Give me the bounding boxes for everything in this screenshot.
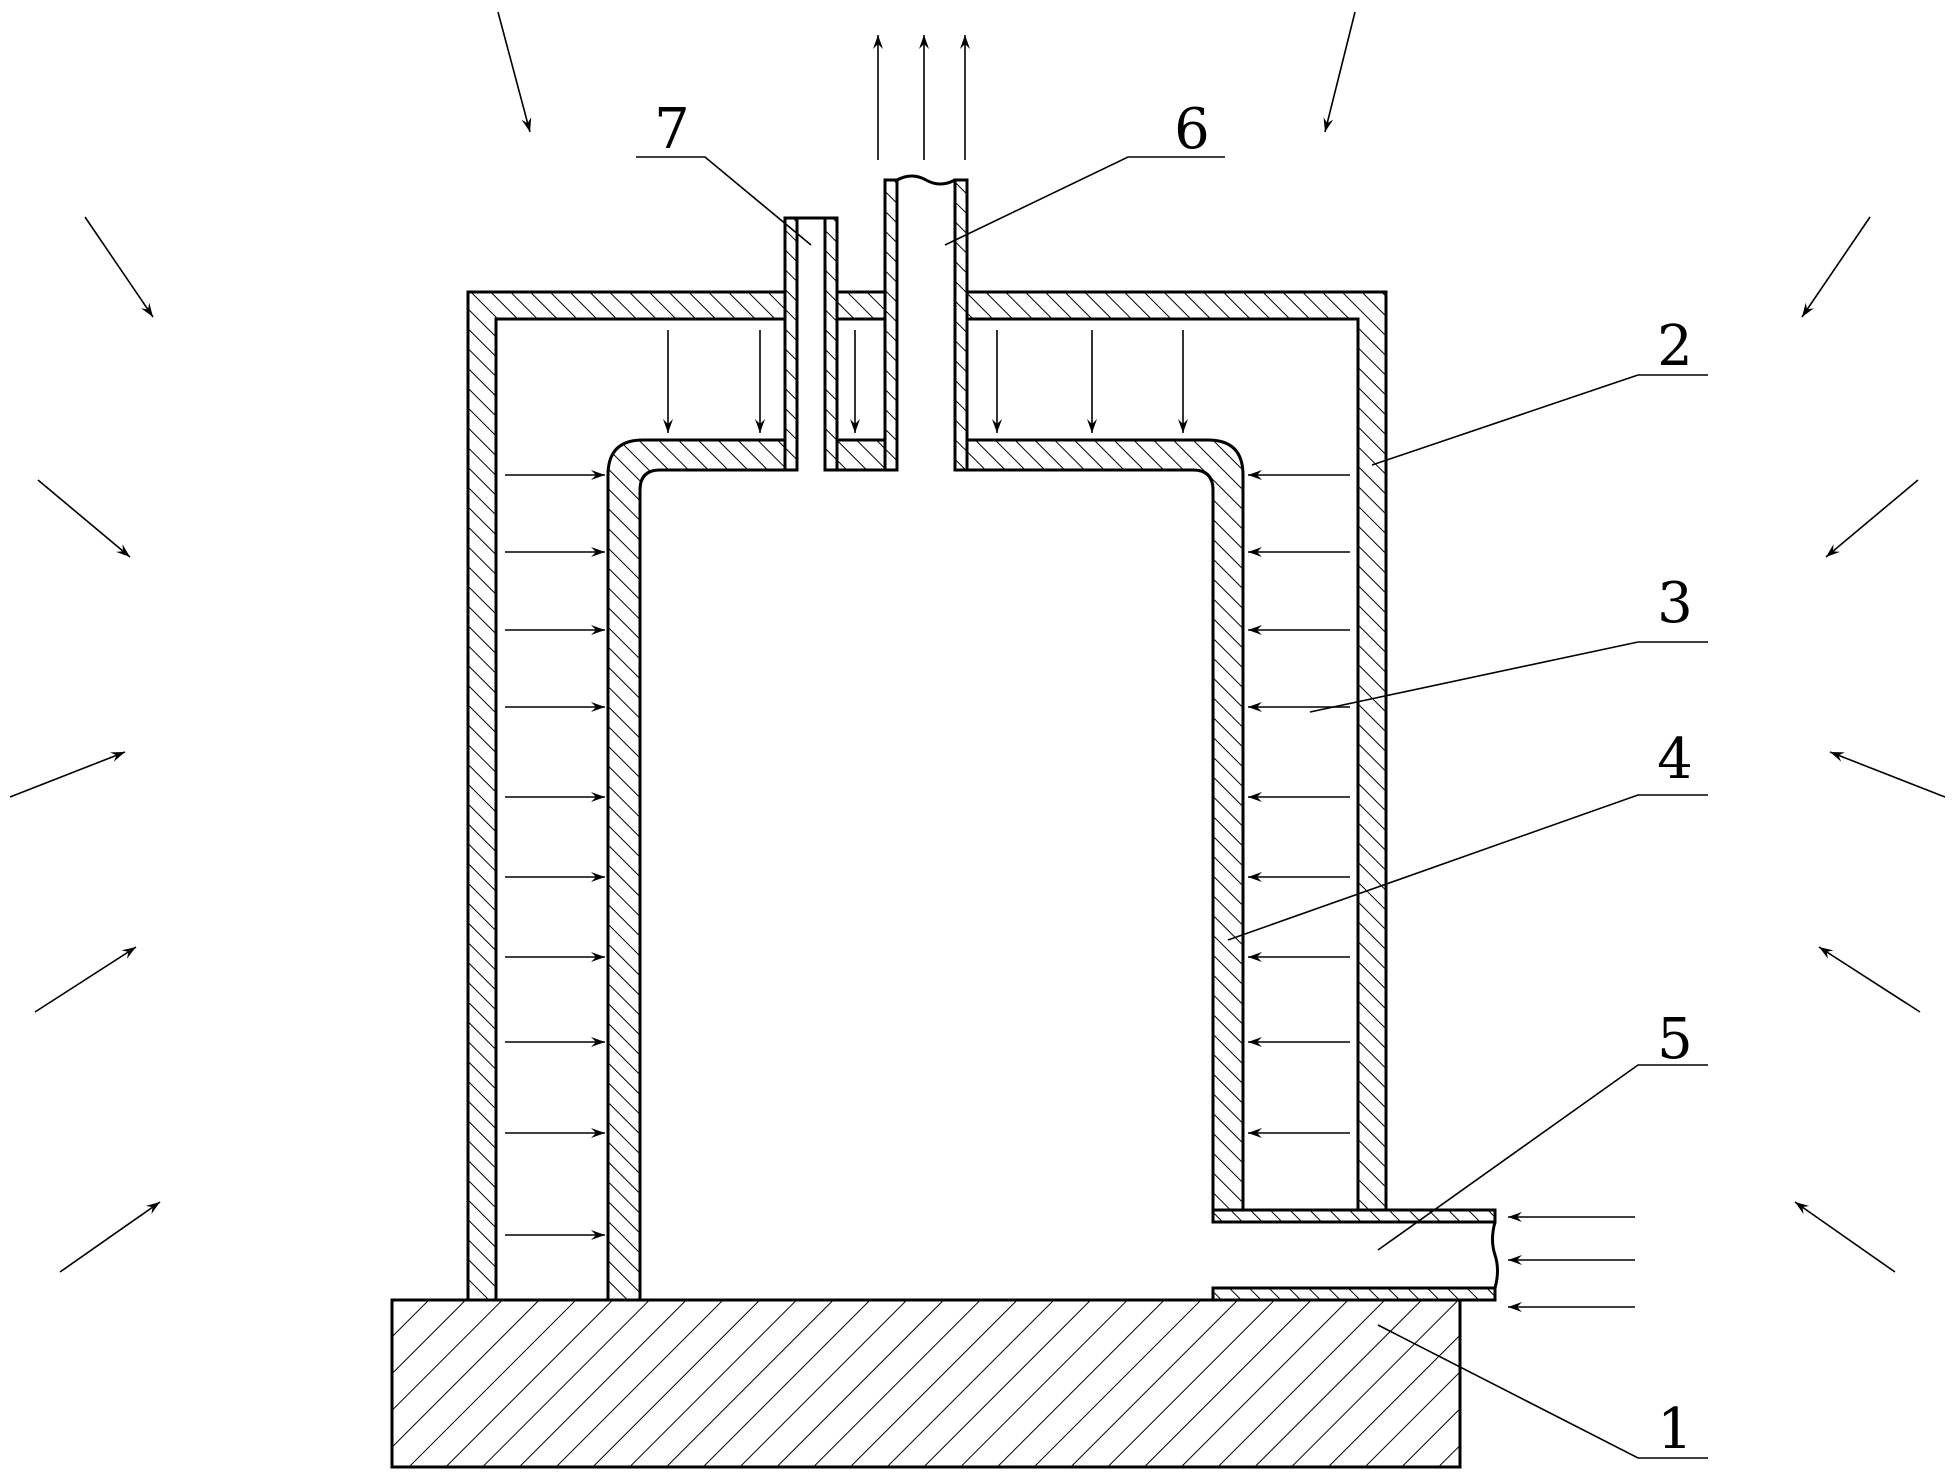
inner-shell <box>606 438 1245 1302</box>
outer-shell-right-wall <box>965 290 1388 1212</box>
ambient-arrows <box>9 11 1946 1273</box>
ambient-arrow <box>497 11 532 133</box>
callout-6: 6 <box>1174 97 1210 162</box>
leader-line-5 <box>1377 1064 1708 1251</box>
ambient-arrow <box>1829 751 1946 798</box>
small-pipe <box>783 216 839 472</box>
base-block <box>390 1298 1462 1469</box>
callout-5: 5 <box>1657 1007 1693 1072</box>
ambient-arrow <box>34 946 137 1013</box>
callout-7: 7 <box>654 97 690 162</box>
leader-line-4 <box>1227 794 1708 941</box>
ambient-arrow <box>9 751 126 798</box>
ambient-arrow <box>59 1201 161 1273</box>
leader-line-1 <box>1377 1324 1708 1459</box>
leader-line-2 <box>1371 374 1708 466</box>
inlet-pipe-top-wall <box>1211 1208 1497 1224</box>
ambient-arrow <box>1323 11 1356 133</box>
outlet-pipe-left-wall <box>883 178 899 472</box>
inner-shell-right-wall <box>965 438 1245 1212</box>
callout-4: 4 <box>1657 727 1693 792</box>
leader-line-7 <box>636 156 812 246</box>
ambient-arrow <box>1794 1201 1896 1273</box>
ambient-arrow <box>1825 479 1919 558</box>
ambient-arrow <box>1818 946 1921 1013</box>
small-pipe-right-wall <box>823 216 839 472</box>
inner-shell-top-middle <box>835 438 887 472</box>
ambient-arrow <box>84 216 154 318</box>
outer-shell-top-middle <box>835 290 887 321</box>
leader-lines <box>636 156 1708 1459</box>
callout-3: 3 <box>1657 571 1693 636</box>
outlet-pipe <box>883 178 969 472</box>
small-pipe-left-wall <box>783 216 799 472</box>
outlet-pipe-break-line <box>896 174 956 186</box>
ambient-arrow <box>37 479 131 558</box>
flow-arrows <box>505 35 1635 1312</box>
ambient-arrow <box>1801 216 1871 318</box>
outlet-pipe-right-wall <box>953 178 969 472</box>
outer-shell <box>466 290 1388 1302</box>
callout-1: 1 <box>1657 1397 1693 1462</box>
callout-2: 2 <box>1657 314 1693 379</box>
inlet-pipe <box>1211 1208 1497 1302</box>
leader-line-3 <box>1309 641 1708 713</box>
leader-line-6 <box>944 156 1225 246</box>
inlet-pipe-break-line <box>1491 1221 1499 1289</box>
inlet-pipe-bottom-wall <box>1211 1286 1497 1302</box>
inner-shell-left-wall <box>606 438 787 1302</box>
